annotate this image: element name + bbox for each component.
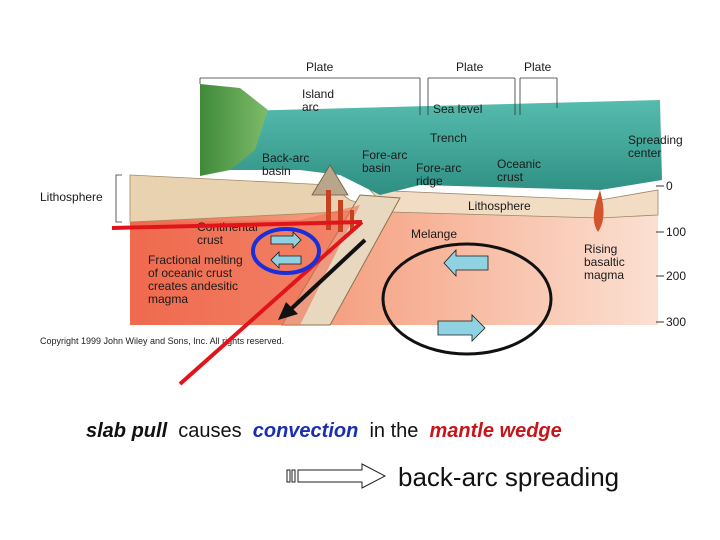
island-arc-label: Island arc <box>302 87 337 114</box>
trench-label: Trench <box>430 131 467 145</box>
convection-arrow-left-large <box>443 248 489 278</box>
plate-bracket-3 <box>519 77 558 115</box>
back-arc-basin-label: Back-arc basin <box>262 151 313 178</box>
legend-arrow-tick-1 <box>286 469 291 483</box>
convection-arrow-right-small <box>270 231 302 249</box>
fore-arc-ridge-label: Fore-arc ridge <box>416 161 465 188</box>
plate-bracket-1 <box>199 77 421 115</box>
caption-mantle-wedge: mantle wedge <box>429 420 562 442</box>
depth-axis <box>656 185 664 323</box>
spreading-center-plume <box>593 190 604 232</box>
legend-arrow-tick-2 <box>291 469 296 483</box>
plate-label-3: Plate <box>524 60 552 74</box>
plate-label-2: Plate <box>456 60 484 74</box>
slab-pull-line-horizontal <box>111 220 363 230</box>
convection-arrow-right-large <box>437 314 486 342</box>
fractional-melting-label: Fractional melting of oceanic crust crea… <box>148 253 246 306</box>
lithosphere-label-left: Lithosphere <box>40 190 103 204</box>
lithosphere-bracket <box>115 174 122 223</box>
plate-label-1: Plate <box>306 60 334 74</box>
fore-arc-basin-label: Fore-arc basin <box>362 148 411 175</box>
legend-arrow <box>297 463 387 489</box>
rising-magma-label: Rising basaltic magma <box>584 242 628 282</box>
caption: slab pull causes convection in the mantl… <box>86 420 686 443</box>
copyright-text: Copyright 1999 John Wiley and Sons, Inc.… <box>40 336 284 346</box>
spreading-center-label: Spreading center <box>628 133 686 160</box>
depth-label-300: 300 <box>666 315 686 329</box>
sea-level-label: Sea level <box>433 102 482 116</box>
depth-label-0: 0 <box>666 179 673 193</box>
back-arc-spreading-label: back-arc spreading <box>398 462 620 492</box>
ocean-surface <box>200 100 662 195</box>
caption-convection: convection <box>252 420 359 442</box>
mantle-wedge-region <box>130 205 360 325</box>
oceanic-crust-label: Oceanic crust <box>497 157 544 184</box>
depth-label-100: 100 <box>666 225 686 239</box>
lithosphere-label-right: Lithosphere <box>468 199 531 213</box>
melange-label: Melange <box>411 227 457 241</box>
convection-cell-ellipse <box>381 242 553 356</box>
depth-label-200: 200 <box>666 269 686 283</box>
slab-pull-arrow-head <box>278 302 298 320</box>
magma-column-3 <box>350 210 354 230</box>
magma-column-2 <box>338 200 343 232</box>
magma-column-1 <box>326 190 331 230</box>
caption-causes: causes <box>178 420 242 442</box>
slab-pull-line-diagonal <box>178 220 364 386</box>
caption-slab-pull: slab pull <box>86 420 168 442</box>
mantle-wedge-circle <box>251 227 321 275</box>
plate-bracket-2 <box>427 77 516 115</box>
convection-arrow-left-small <box>270 251 302 269</box>
slab-pull-arrow-shaft <box>288 238 367 312</box>
caption-in-the: in the <box>369 420 419 442</box>
continent-land <box>200 84 268 176</box>
